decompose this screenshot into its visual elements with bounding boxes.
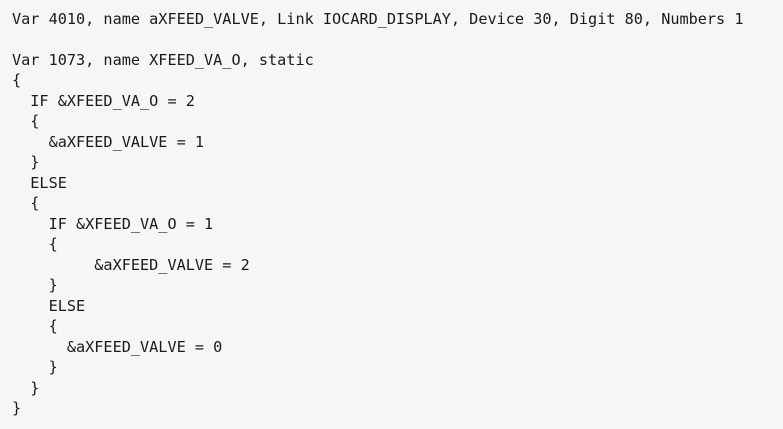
code-line: { <box>12 194 40 212</box>
code-line: ELSE <box>12 174 67 192</box>
code-line: IF &XFEED_VA_O = 1 <box>12 215 214 233</box>
code-line: { <box>12 112 40 130</box>
code-line: } <box>12 399 22 417</box>
code-line: &aXFEED_VALVE = 0 <box>12 338 223 356</box>
code-line: Var 4010, name aXFEED_VALVE, Link IOCARD… <box>12 10 744 28</box>
code-line: { <box>12 317 58 335</box>
code-line: Var 1073, name XFEED_VA_O, static <box>12 51 314 69</box>
code-line: } <box>12 379 40 397</box>
code-line: ELSE <box>12 297 86 315</box>
code-line: IF &XFEED_VA_O = 2 <box>12 92 195 110</box>
code-line: &aXFEED_VALVE = 1 <box>12 133 205 151</box>
code-line: } <box>12 153 40 171</box>
code-line: { <box>12 71 22 89</box>
code-line: } <box>12 276 58 294</box>
code-line: } <box>12 358 58 376</box>
code-line: &aXFEED_VALVE = 2 <box>12 256 250 274</box>
code-line: { <box>12 235 58 253</box>
